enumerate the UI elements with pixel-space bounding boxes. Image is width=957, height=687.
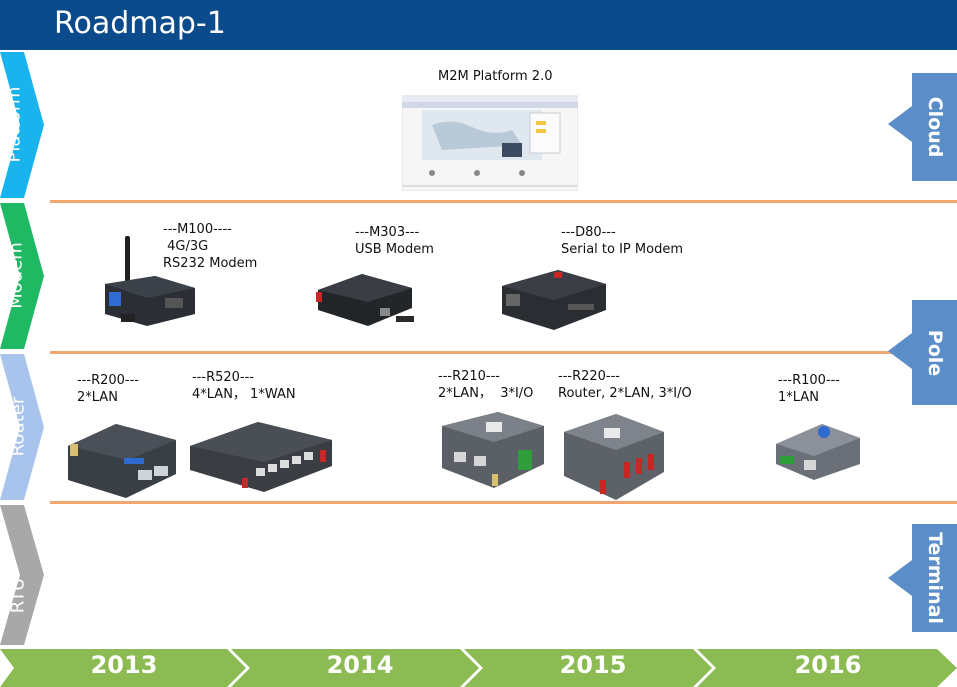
row-chevron-platform	[0, 52, 44, 198]
modem-caption-d80: ---D80--- Serial to IP Modem	[561, 225, 683, 257]
r100-router-image	[776, 424, 860, 480]
router-caption-r220: ---R220--- Router, 2*LAN, 3*I/O	[558, 369, 692, 401]
d80-modem-image	[502, 270, 606, 330]
row-divider	[50, 200, 957, 203]
timeline-year-2016: 2016	[794, 651, 862, 679]
modem-caption-m303: ---M303--- USB Modem	[355, 225, 434, 257]
m100-modem-image	[105, 236, 195, 326]
header-bar: Roadmap-1	[0, 0, 957, 50]
row-chevron-modem	[0, 203, 44, 349]
row-chevron-rtu	[0, 505, 44, 645]
row-label-router: Router	[7, 396, 29, 457]
tier-cloud: Cloud	[912, 73, 957, 181]
r520-router-image	[190, 422, 332, 492]
row-divider	[50, 351, 957, 354]
tier-terminal: Terminal	[912, 524, 957, 632]
row-divider	[50, 501, 957, 504]
timeline-year-2015: 2015	[559, 651, 627, 679]
timeline-bar	[0, 649, 957, 687]
platform-caption: M2M Platform 2.0	[438, 69, 553, 84]
r200-router-image	[68, 424, 176, 498]
row-chevron-router	[0, 354, 44, 500]
router-caption-r210: ---R210--- 2*LAN， 3*I/O	[438, 369, 534, 401]
tier-pole: Pole	[912, 300, 957, 405]
platform-screenshot-image	[402, 95, 578, 191]
modem-caption-m100: ---M100---- 4G/3G RS232 Modem	[163, 222, 258, 271]
m303-modem-image	[316, 274, 414, 326]
r220-router-image	[564, 414, 664, 500]
router-caption-r200: ---R200--- 2*LAN	[77, 373, 139, 405]
row-label-modem: Modem	[5, 242, 27, 309]
router-caption-r520: ---R520--- 4*LAN， 1*WAN	[192, 370, 296, 402]
router-caption-r100: ---R100--- 1*LAN	[778, 373, 840, 405]
row-label-platform: Platform	[3, 86, 25, 163]
page-title: Roadmap-1	[54, 6, 226, 41]
tier-arrow-icon	[888, 333, 912, 369]
tier-arrow-icon	[888, 106, 912, 142]
timeline-year-2014: 2014	[326, 651, 394, 679]
tier-arrow-icon	[888, 560, 912, 596]
row-label-rtu: RTU	[7, 577, 29, 614]
timeline-year-2013: 2013	[90, 651, 158, 679]
r210-router-image	[442, 412, 544, 488]
